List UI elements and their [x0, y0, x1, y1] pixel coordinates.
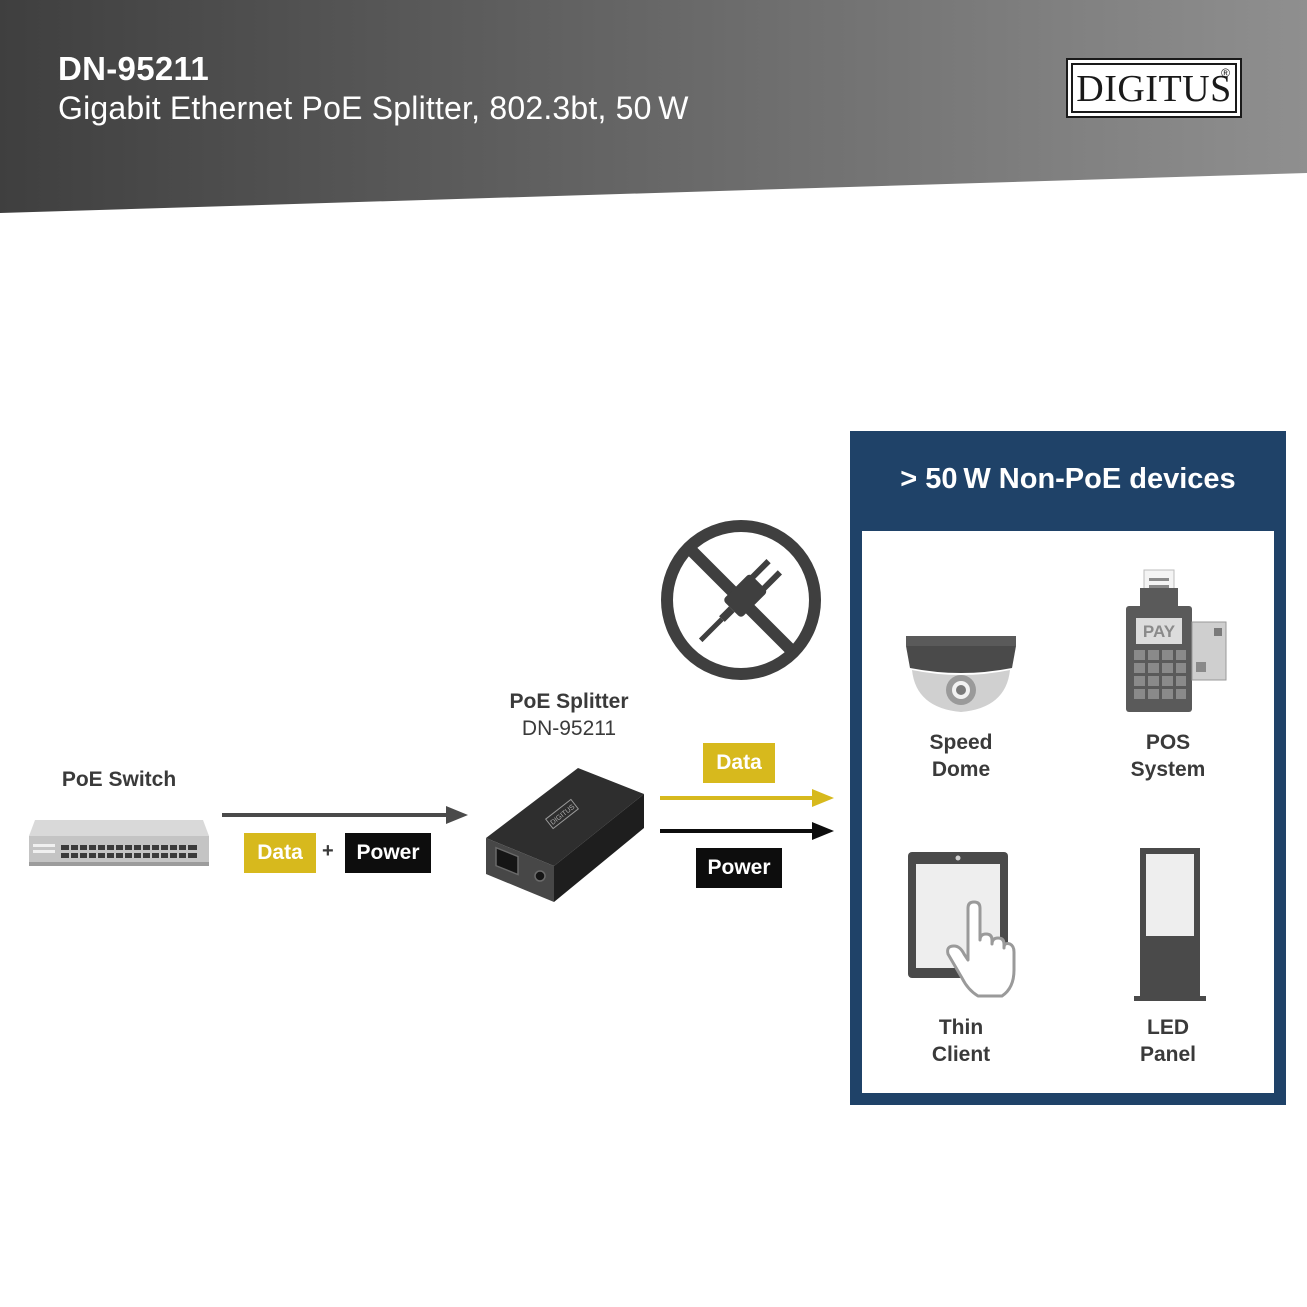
device-label-line: LED — [1147, 1016, 1189, 1039]
poe-splitter-icon: DIGITUS — [486, 768, 644, 902]
input-arrow — [222, 806, 468, 824]
no-power-plug-icon — [661, 520, 821, 680]
device-label-speed-dome: Speed Dome — [881, 729, 1041, 783]
pos-terminal-icon: PAY — [1126, 569, 1227, 712]
digitus-logo: DIGITUS ® — [1066, 58, 1242, 118]
panel-title: > 50 W Non-PoE devices — [900, 463, 1236, 495]
device-label-led-panel: LED Panel — [1088, 1014, 1248, 1068]
product-model: DN-95211 — [58, 50, 209, 87]
splitter-label: PoE Splitter — [509, 690, 629, 713]
device-label-line: System — [1130, 758, 1206, 781]
logo-registered-mark: ® — [1221, 66, 1230, 80]
product-subtitle: Gigabit Ethernet PoE Splitter, 802.3bt, … — [58, 90, 689, 126]
led-panel-icon — [1134, 848, 1206, 1001]
output-arrows — [660, 789, 834, 840]
device-label-thin-client: Thin Client — [881, 1014, 1041, 1068]
device-label-line: Client — [931, 1043, 991, 1066]
device-label-line: Speed — [929, 731, 993, 754]
output-data-tag: Data — [703, 743, 775, 783]
device-label-line: Panel — [1139, 1043, 1197, 1066]
pos-screen-text: PAY — [1143, 622, 1176, 641]
dome-camera-icon — [906, 636, 1016, 712]
device-label-pos-system: POS System — [1088, 729, 1248, 783]
plus-sign: + — [322, 840, 334, 862]
header-banner — [0, 0, 1307, 213]
tablet-touch-icon — [908, 852, 1016, 998]
network-switch-icon — [29, 820, 209, 866]
poe-switch-label: PoE Switch — [61, 768, 177, 791]
input-data-tag: Data — [244, 833, 316, 873]
device-label-line: Dome — [931, 758, 991, 781]
output-power-tag: Power — [696, 848, 782, 888]
input-power-tag: Power — [345, 833, 431, 873]
logo-text: DIGITUS — [1076, 68, 1232, 110]
splitter-model: DN-95211 — [521, 717, 617, 740]
device-label-line: Thin — [938, 1016, 984, 1039]
device-label-line: POS — [1145, 731, 1191, 754]
